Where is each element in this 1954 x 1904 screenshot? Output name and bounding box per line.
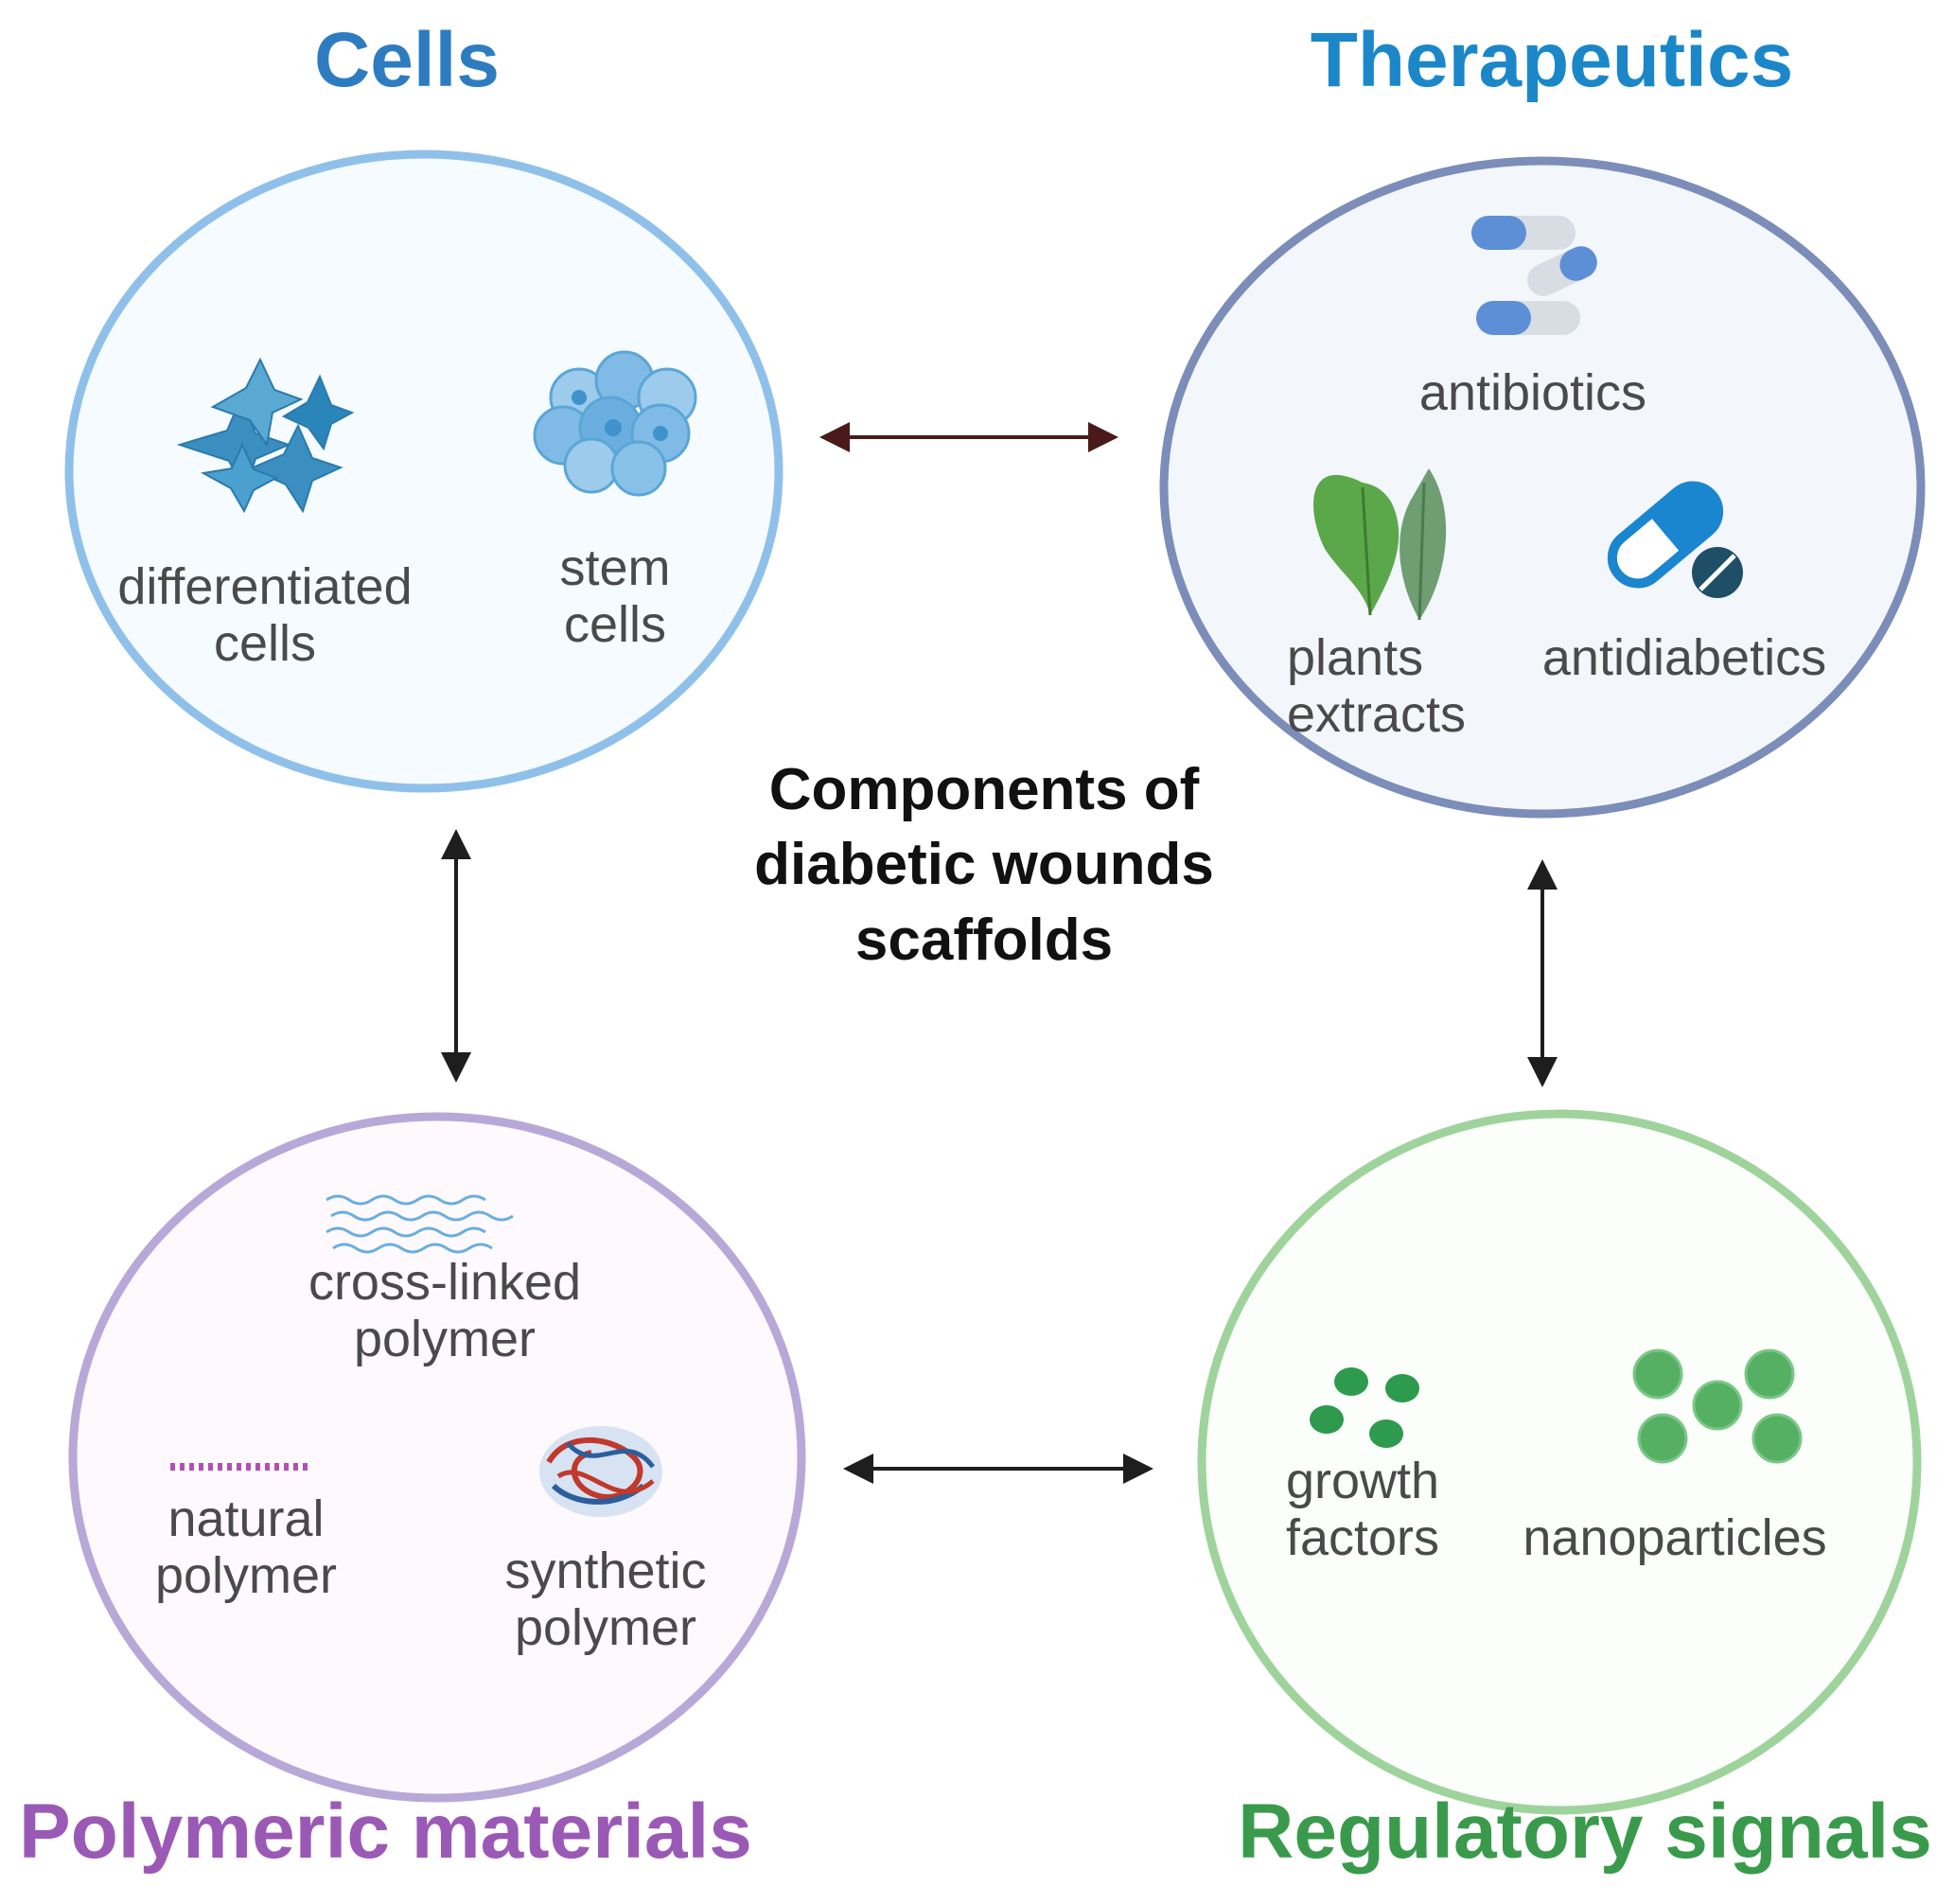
center-line-1: Components of [768,757,1200,822]
pill-tablet-icon [1607,481,1743,598]
wavy-lines-icon [326,1194,514,1254]
regulatory-circle [1197,1109,1922,1815]
center-line-3: scaffolds [854,907,1114,973]
polymer-ball-icon [539,1426,662,1517]
title-therapeutics: Therapeutics [1310,17,1794,103]
capsules-icon [1471,216,1597,335]
dots-icon [1310,1367,1419,1448]
label-growth-line-1: growth [1285,1453,1440,1509]
label-natural-line-1: natural [167,1490,325,1547]
label-stem-line-2: cells [563,596,667,654]
polymeric-circle [68,1112,806,1803]
label-natural-line-2: polymer [154,1547,338,1605]
title-cells: Cells [314,17,500,103]
center-title: Components of diabetic wounds scaffolds [700,752,1268,978]
nanoparticles-icon [1632,1349,1803,1464]
leaves-icon [1313,468,1447,621]
label-growth-line-2: factors [1285,1509,1440,1567]
title-regulatory-signals: Regulatory signals [1238,1789,1932,1875]
label-plants-line-1: plants [1287,629,1424,686]
label-differentiated-cells: differentiated cells [95,558,435,673]
cells-icon [176,357,355,514]
cells-circle [64,150,783,793]
label-crosslinked-line-1: cross-linked [308,1254,582,1311]
label-nanoparticles: nanoparticles [1523,1509,1827,1566]
label-natural-polymer: natural polymer [132,1490,360,1605]
label-crosslinked-line-2: polymer [353,1311,537,1368]
label-growth-factors: growth factors [1259,1453,1467,1567]
label-differentiated-line-1: differentiated [117,558,413,615]
stem-cells-icon [533,350,697,497]
label-antidiabetics: antidiabetics [1541,629,1827,686]
title-polymeric-materials: Polymeric materials [19,1789,752,1875]
label-synthetic-polymer: synthetic polymer [483,1543,729,1657]
label-synthetic-line-1: synthetic [504,1543,707,1599]
label-stem-cells: stem cells [511,539,719,654]
label-plants-extracts: plants extracts [1287,629,1533,744]
center-line-2: diabetic wounds [754,832,1214,898]
label-differentiated-line-2: cells [213,615,317,673]
label-cross-linked-polymer: cross-linked polymer [274,1254,615,1368]
label-synthetic-line-2: polymer [514,1599,697,1657]
label-plants-line-2: extracts [1287,686,1467,744]
therapeutics-circle [1159,156,1926,819]
label-antibiotics: antibiotics [1418,364,1647,421]
label-stem-line-1: stem [559,539,671,596]
